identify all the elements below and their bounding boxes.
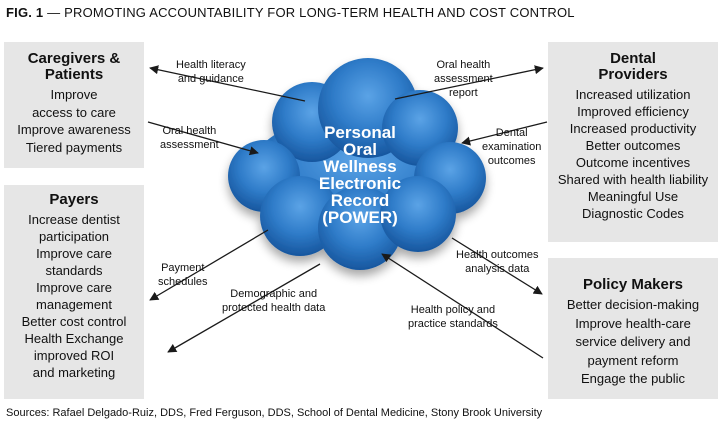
caregivers-item: Improve awareness (17, 122, 131, 137)
caregivers-item: access to care (32, 104, 116, 120)
label-line: and guidance (177, 73, 244, 85)
label-demographic: Demographic and protected health data (222, 287, 325, 315)
arrow-payment-schedules (149, 229, 269, 301)
payers-title: Payers (49, 191, 99, 208)
policy-item: payment reform (587, 352, 679, 368)
cloud-line: Personal (324, 123, 396, 142)
cloud-line: Oral (342, 140, 378, 159)
policy-item: service delivery and (575, 334, 691, 349)
dental-title: Dental Providers (548, 51, 718, 83)
payers-item: Improve care (36, 246, 112, 261)
label-dental-exam: Dental examination outcomes (482, 126, 541, 168)
label-line: Oral health (162, 125, 217, 137)
caregivers-item: Improve (50, 87, 98, 102)
figure-title: FIG. 1 — PROMOTING ACCOUNTABILITY FOR LO… (6, 5, 575, 20)
cloud-line: Wellness (323, 157, 397, 176)
dental-item: Outcome incentives (575, 155, 691, 170)
label-line: Health literacy (176, 59, 246, 71)
label-oral-assessment-report: Oral health assessment report (434, 58, 493, 100)
arrow-health-outcomes (451, 237, 543, 295)
policy-item: Better decision-making (566, 297, 700, 312)
source-note: Sources: Rafael Delgado-Ruiz, DDS, Fred … (6, 407, 543, 419)
label-line: outcomes (487, 155, 536, 167)
arrow-health-literacy (149, 65, 306, 102)
arrow-oral-assessment-report (394, 65, 544, 100)
policy-makers-box: Policy Makers Better decision-making Imp… (548, 258, 718, 399)
label-line: Oral health (436, 59, 491, 71)
label-oral-health-assessment: Oral health assessment (160, 124, 219, 152)
label-health-policy: Health policy and practice standards (408, 303, 498, 331)
arrow-dental-exam (461, 121, 548, 146)
label-line: assessment (160, 139, 219, 151)
label-line: examination (482, 141, 542, 153)
dental-title-line: Dental (610, 50, 656, 67)
payers-item: standards (45, 263, 103, 278)
label-line: Demographic and (230, 288, 318, 300)
figure-title-text: — PROMOTING ACCOUNTABILITY FOR LONG-TERM… (43, 5, 575, 20)
dental-title-line: Providers (598, 66, 668, 83)
caregivers-title: Caregivers & Patients (4, 51, 144, 83)
label-health-literacy: Health literacy and guidance (176, 58, 246, 86)
caregivers-title-line: Caregivers & (27, 50, 121, 67)
dental-providers-box: Dental Providers Increased utilization I… (548, 42, 718, 242)
payers-box: Payers Increase dentist participation Im… (4, 185, 144, 399)
label-line: Health outcomes (456, 249, 539, 261)
arrow-oral-health-assessment (147, 121, 259, 156)
policy-title: Policy Makers (582, 276, 684, 293)
payers-item: Better cost control (21, 314, 127, 329)
label-line: protected health data (222, 302, 326, 314)
payers-item: Health Exchange (24, 331, 124, 346)
cloud-line: (POWER) (322, 208, 398, 227)
dental-item: Diagnostic Codes (582, 206, 684, 221)
payers-item: Improve care (36, 280, 112, 295)
arrow-lines (147, 65, 548, 359)
payers-item: Increase dentist (28, 212, 120, 227)
power-cloud-label: Personal Oral Wellness Electronic Record… (262, 124, 458, 226)
caregivers-patients-box: Caregivers & Patients Improve access to … (4, 42, 144, 168)
payers-item: and marketing (32, 365, 116, 380)
label-line: assessment (434, 73, 493, 85)
label-line: Payment (161, 262, 205, 274)
label-line: analysis data (465, 263, 530, 275)
cloud-line: Electronic (318, 174, 402, 193)
dental-item: Better outcomes (585, 138, 681, 153)
payers-item: improved ROI (33, 348, 115, 363)
payers-item: management (36, 297, 112, 312)
dental-item: Improved efficiency (577, 104, 689, 119)
figure-number: FIG. 1 (6, 5, 44, 20)
label-line: report (448, 87, 478, 99)
arrow-health-policy (381, 253, 544, 359)
label-line: schedules (158, 276, 208, 288)
cloud-line: Record (330, 191, 390, 210)
dental-item: Shared with health liability (557, 172, 709, 187)
label-payment-schedules: Payment schedules (158, 261, 208, 289)
label-health-outcomes: Health outcomes analysis data (456, 248, 539, 276)
power-cloud (228, 58, 486, 270)
dental-item: Meaningful Use (587, 189, 679, 204)
policy-item: Improve health-care (575, 315, 691, 331)
dental-item: Increased productivity (569, 121, 697, 136)
label-line: practice standards (408, 318, 498, 330)
policy-item: Engage the public (580, 371, 686, 386)
label-line: Dental (495, 127, 528, 139)
payers-item: participation (38, 229, 110, 244)
dental-item: Increased utilization (575, 87, 691, 102)
caregivers-title-line: Patients (44, 66, 104, 83)
caregivers-item: Tiered payments (25, 139, 123, 155)
arrow-demographic (167, 263, 321, 353)
label-line: Health policy and (410, 304, 496, 316)
